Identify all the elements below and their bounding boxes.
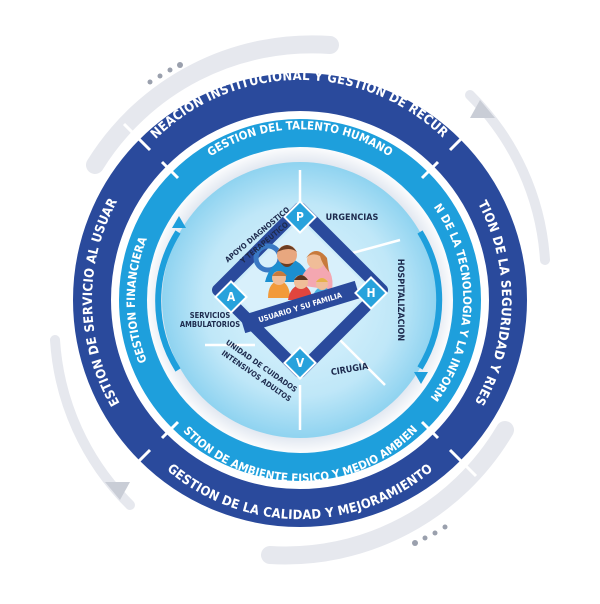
badge-v-label: V [296,356,305,370]
arrowhead-icon [470,100,495,118]
badge-p-label: P [296,210,304,224]
badge-bottom: V [283,346,317,380]
sector-servicios-line2: AMBULATORIOS [180,320,240,329]
badge-h-label: H [366,286,375,300]
badge-a-label: A [227,290,236,304]
sector-servicios-line1: SERVICIOS [190,311,231,320]
sector-urgencias: URGENCIAS [326,213,379,223]
outer-ring [73,73,527,527]
middle-ring [119,119,481,481]
circular-arrow-icon [155,216,443,384]
outer-swoosh [50,35,550,565]
badge-left: A [214,280,248,314]
sector-hospitalizacion: HOSPITALIZACION [395,259,405,342]
sector-dividers [205,170,401,430]
outer-ring-dividers [122,122,478,478]
arrowhead-icon [105,482,130,500]
badge-top: P [283,200,317,234]
middle-ring-dividers [160,160,440,440]
dots-icon [147,62,448,546]
badge-right: H [354,276,388,310]
